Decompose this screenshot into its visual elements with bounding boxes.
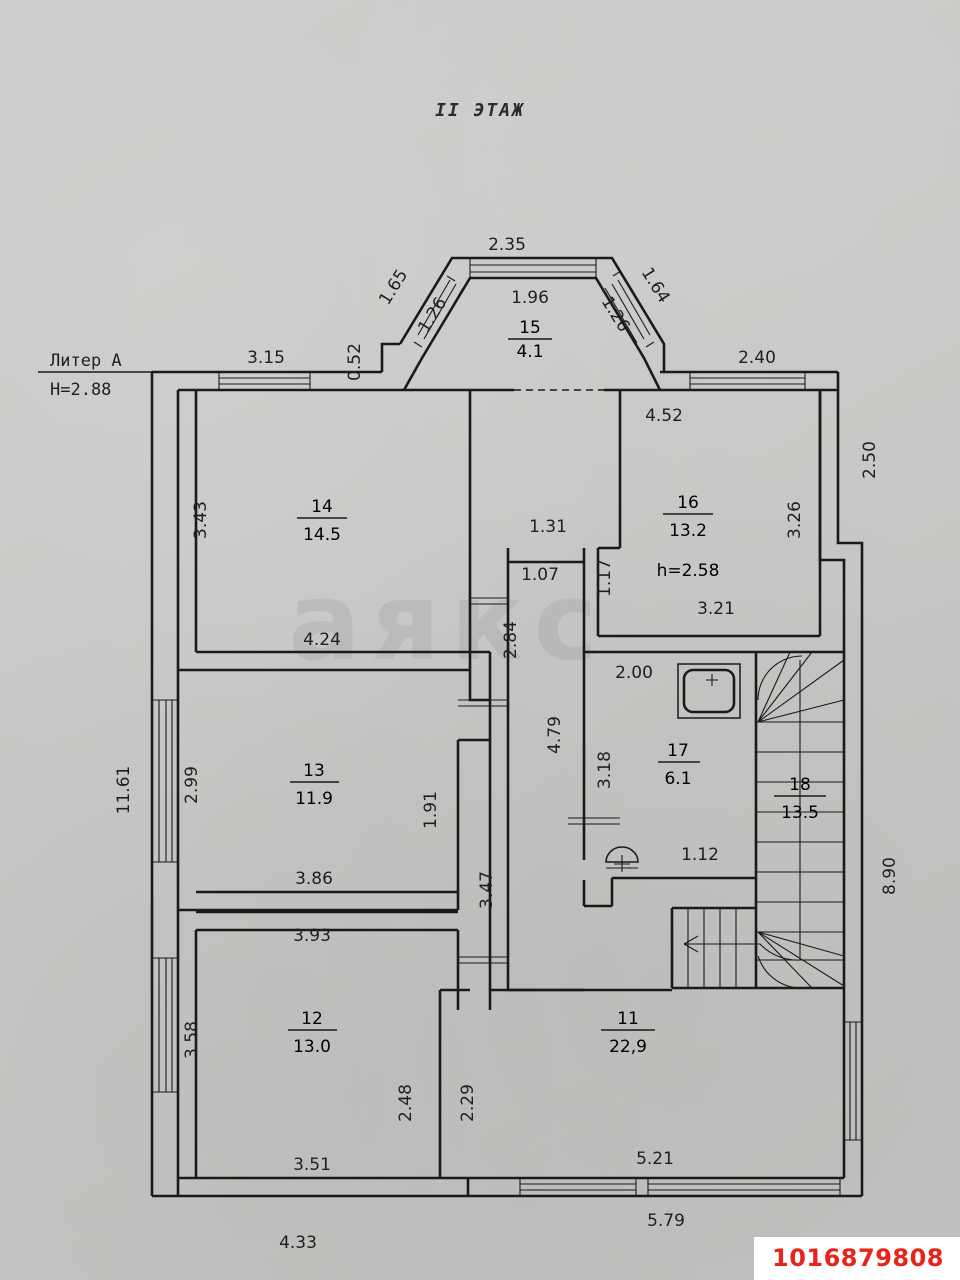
- dim-balcony-left-inner: 1.26: [414, 294, 451, 337]
- room-11-area: 22,9: [609, 1037, 647, 1057]
- dim-room13-bottom: 3.86: [295, 869, 333, 889]
- room-label-11: 11 22,9: [601, 1009, 655, 1057]
- room-14-area: 14.5: [303, 525, 341, 545]
- room-18-staircase: 18 13.5: [670, 650, 845, 990]
- room-13-area: 11.9: [295, 789, 333, 809]
- dim-right-lower: 8.90: [880, 857, 900, 895]
- corridor: 1.31 1.07 2.84 4.79 3.47: [458, 517, 620, 992]
- room-12: 12 13.0 3.58 3.93 3.51 2.48 2.29: [182, 910, 478, 1178]
- liter-height: H=2.88: [50, 380, 111, 400]
- bathtub-fixture: [677, 663, 741, 719]
- dim-room13-left: 2.99: [182, 766, 202, 804]
- dim-room12-top: 3.93: [293, 926, 331, 946]
- room-17-area: 6.1: [664, 769, 691, 789]
- dim-corridor-right-mid: 3.47: [477, 871, 497, 909]
- dim-room14-bottom: 4.24: [303, 630, 341, 650]
- dim-balcony-right-outer: 1.64: [637, 264, 674, 307]
- room-label-12: 12 13.0: [288, 1009, 337, 1057]
- room-label-14: 14 14.5: [297, 497, 347, 545]
- room-13: 13 11.9 2.99 3.86 1.91: [178, 652, 492, 1010]
- room-14-number: 14: [311, 497, 333, 517]
- balcony-room-15: 2.35 1.96 1.65 1.26 1.64 1.26 15 4.1: [375, 235, 674, 392]
- room-label-16: 16 13.2: [663, 493, 713, 541]
- dim-right-upper: 2.50: [860, 441, 880, 479]
- room-16-number: 16: [677, 493, 699, 513]
- room-label-13: 13 11.9: [290, 761, 339, 809]
- dim-bottom-left: 4.33: [279, 1233, 317, 1253]
- room-16-height-note: h=2.58: [657, 561, 720, 581]
- dim-room11-bottom: 5.21: [636, 1149, 674, 1169]
- room-11-number: 11: [617, 1009, 639, 1029]
- room-13-number: 13: [303, 761, 325, 781]
- dim-corridor-right-lower: 2.29: [458, 1084, 478, 1122]
- dim-room12-bottom: 3.51: [293, 1155, 331, 1175]
- dim-balcony-left-outer: 1.65: [375, 266, 412, 309]
- dim-room13-right-jog: 1.91: [421, 791, 441, 829]
- room-12-area: 13.0: [293, 1037, 331, 1057]
- room-16-area: 13.2: [669, 521, 707, 541]
- dim-room17-bottom-jog: 1.12: [681, 845, 719, 865]
- room-17: 17 6.1 2.00 3.18 1.12: [584, 650, 758, 908]
- room-label-15: 15 4.1: [508, 318, 552, 362]
- dim-room17-top: 2.00: [615, 663, 653, 683]
- room-18-area: 13.5: [781, 803, 819, 823]
- toilet-fixture: [605, 846, 639, 872]
- listing-id-badge: 1016879808: [754, 1237, 960, 1280]
- dim-bottom-right: 5.79: [647, 1211, 685, 1231]
- dim-room14-left: 3.43: [191, 501, 211, 539]
- dim-left-overall: 11.61: [114, 766, 134, 815]
- liter-annotation: Литер А H=2.88: [38, 351, 205, 400]
- room-14: 14 14.5 3.43 4.24: [178, 390, 490, 672]
- dim-room17-left: 3.18: [595, 751, 615, 789]
- overall-dimensions: 11.61 2.50 8.90 3.15 0.52 2.40 4.33 5.79: [114, 343, 900, 1253]
- dim-top-left-window: 3.15: [247, 348, 285, 368]
- dim-top-left-offset: 0.52: [345, 343, 365, 381]
- room-12-number: 12: [301, 1009, 323, 1029]
- dim-corridor-width: 2.84: [501, 621, 521, 659]
- room-label-17: 17 6.1: [658, 741, 700, 789]
- dim-corridor-top-b: 1.07: [521, 565, 559, 585]
- dim-balcony-inner-top: 1.96: [511, 288, 549, 308]
- room-11: 11 22,9 5.21: [490, 988, 674, 1169]
- dim-corridor-top-a: 1.31: [529, 517, 567, 537]
- dim-balcony-top: 2.35: [488, 235, 526, 255]
- dim-room12-left: 3.58: [182, 1021, 202, 1059]
- dim-room16-bottom: 3.21: [697, 599, 735, 619]
- dim-top-right-window: 2.40: [738, 348, 776, 368]
- room-15-area: 4.1: [516, 342, 543, 362]
- liter-label: Литер А: [50, 351, 122, 371]
- dim-room12-right: 2.48: [396, 1084, 416, 1122]
- room-16: 16 13.2 h=2.58 4.52 3.26 3.21 1.17: [595, 390, 822, 638]
- outer-walls: [150, 342, 864, 1198]
- dim-room16-left-jog: 1.17: [595, 559, 615, 597]
- room-label-18: 18 13.5: [774, 775, 826, 823]
- sheet-title: II ЭТАЖ: [435, 100, 525, 121]
- dim-room16-top: 4.52: [645, 406, 683, 426]
- dim-corridor-length: 4.79: [545, 716, 565, 754]
- room-18-number: 18: [789, 775, 811, 795]
- room-17-number: 17: [667, 741, 689, 761]
- room-15-number: 15: [519, 318, 541, 338]
- dim-room16-right: 3.26: [785, 501, 805, 539]
